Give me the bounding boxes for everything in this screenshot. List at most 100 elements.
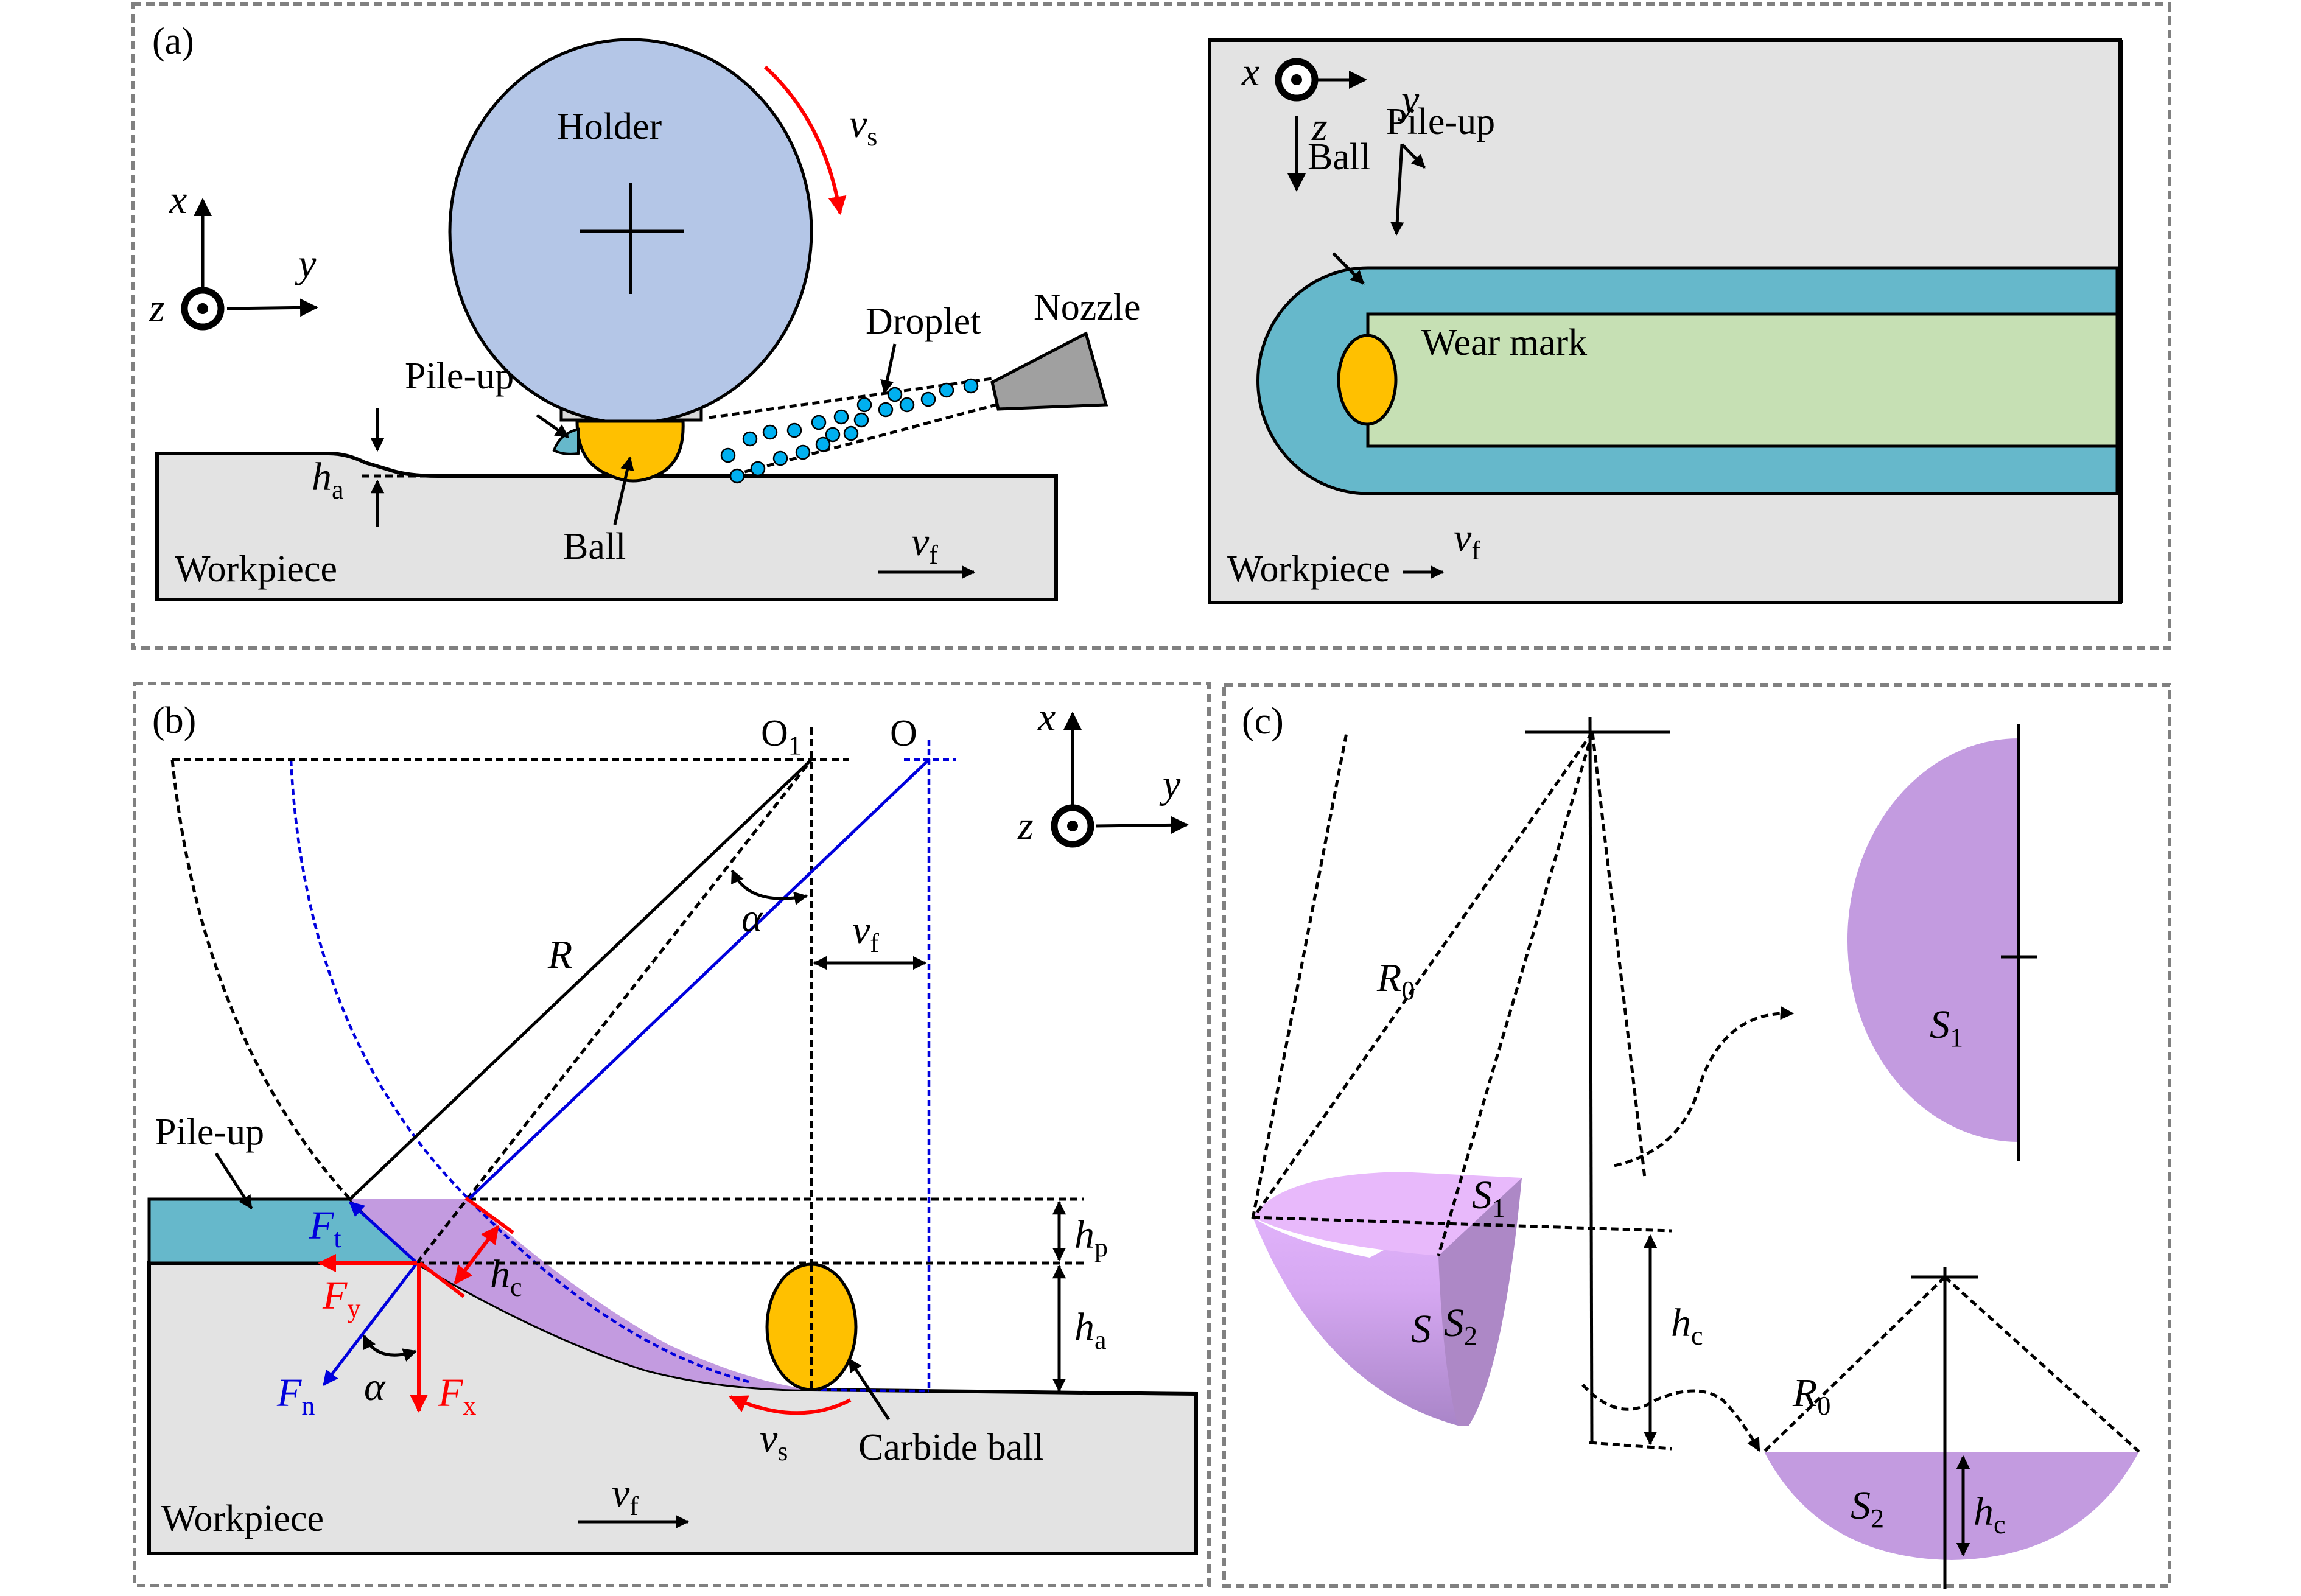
- top-vf-label: vf: [1454, 516, 1480, 565]
- radius-dashed: [416, 758, 813, 1264]
- fx-label: Fx: [438, 1371, 476, 1421]
- fn-vector: [323, 1262, 418, 1386]
- vf-top-label: vf: [852, 908, 879, 958]
- cone-right: [1591, 732, 1647, 1178]
- s2-detail-r0-left: [1763, 1276, 1946, 1453]
- bowl-s1-face: [1253, 1172, 1522, 1256]
- top-pileup-pointer-lower: [1390, 144, 1404, 236]
- top-workpiece-label: Workpiece: [1227, 548, 1390, 590]
- top-axes: x y z: [1241, 50, 1420, 192]
- side-view: Holder vs Pile-up Ball: [149, 38, 1141, 601]
- s2-detail-label: S2: [1851, 1483, 1884, 1533]
- side-axis-z: z: [149, 286, 165, 331]
- ball-arc-old: [170, 759, 351, 1200]
- wear-mark: [1366, 312, 2119, 448]
- side-pileup-pointer: [536, 413, 569, 439]
- side-pileup: [552, 427, 580, 455]
- side-vf-label: vf: [911, 520, 938, 570]
- top-ball-pointer: [1332, 252, 1365, 285]
- side-ball-pointer: [613, 456, 634, 525]
- alpha-bottom-label: α: [364, 1365, 386, 1409]
- hc-bottom-ref: [1589, 1441, 1672, 1451]
- b-axis-x: x: [1037, 695, 1056, 740]
- side-workpiece-label: Workpiece: [175, 548, 337, 590]
- panel-b: (b) R α O1 O vf: [133, 682, 1211, 1587]
- hc-label: hc: [490, 1252, 522, 1302]
- top-ball-label: Ball: [1308, 136, 1370, 178]
- b-axis-y: y: [1159, 762, 1181, 807]
- top-view: Wear mark Ball Pile-up Workpiece vf x y …: [1208, 38, 2123, 604]
- s1-label: S1: [1472, 1173, 1505, 1223]
- r-label: R: [547, 933, 572, 977]
- panel-c-frame: [1222, 683, 2171, 1588]
- s-label: S: [1411, 1307, 1431, 1351]
- ft-vector: [349, 1201, 418, 1264]
- vf-bottom-label: vf: [612, 1471, 639, 1521]
- droplet-label: Droplet: [866, 301, 981, 342]
- c-hc-label: hc: [1671, 1301, 1703, 1351]
- radius-r: [349, 758, 813, 1200]
- vs-label: vs: [849, 102, 877, 152]
- droplets: [720, 378, 979, 484]
- top-pileup-pointer-upper: [1401, 143, 1426, 169]
- s2-label: S2: [1444, 1301, 1477, 1351]
- r0-label: R0: [1376, 956, 1415, 1006]
- carbide-ball-label: Carbide ball: [858, 1427, 1044, 1468]
- side-ball-label: Ball: [563, 526, 626, 567]
- top-pileup-label: Pile-up: [1386, 101, 1495, 142]
- hc-tick-top: [464, 1196, 514, 1234]
- r0-line: [1251, 732, 1348, 1219]
- o-label: O: [890, 713, 917, 754]
- side-axis-y: y: [295, 242, 317, 286]
- hc-tick-bottom: [419, 1261, 465, 1298]
- o1-label: O1: [761, 713, 802, 760]
- c-axis-vertical: [1588, 716, 1594, 1443]
- top-axis-x: x: [1241, 50, 1259, 94]
- fy-label: Fy: [322, 1273, 360, 1323]
- s1-detail: [1847, 738, 2019, 1142]
- side-ball: [575, 419, 685, 483]
- r0-main: [1251, 731, 1594, 1220]
- panel-b-tag: (b): [152, 700, 196, 741]
- s2-detail-r0-label: R0: [1792, 1371, 1830, 1421]
- panel-a-tag: (a): [152, 21, 194, 62]
- s1-detail-label: S1: [1930, 1003, 1963, 1052]
- alpha-top-label: α: [741, 896, 763, 940]
- top-axis-z: z: [1311, 105, 1328, 149]
- radius-shifted: [468, 758, 930, 1200]
- panel-a-frame: [131, 2, 2171, 650]
- ft-label: Ft: [309, 1203, 341, 1253]
- alpha-bottom-arc: [362, 1334, 418, 1362]
- side-pileup-label: Pile-up: [405, 355, 514, 397]
- b-workpiece-label: Workpiece: [161, 1498, 324, 1539]
- s2-detail: [1764, 1452, 2139, 1560]
- b-axes: x y z: [1017, 695, 1189, 848]
- nozzle: [990, 331, 1108, 411]
- alpha-top-arc: [730, 869, 808, 905]
- panel-c: (c) R0 S1 S S2 hc S1: [1222, 683, 2171, 1589]
- s2-detail-r0-right: [1944, 1276, 2140, 1453]
- vs-arrow: [763, 65, 847, 215]
- droplet-pointer: [880, 343, 897, 394]
- ball-arc-tail: [811, 1388, 930, 1393]
- hp-label: hp: [1074, 1213, 1108, 1262]
- vs-bottom-label: vs: [760, 1416, 788, 1466]
- s2-detail-hc-label: hc: [1974, 1489, 2006, 1539]
- s1-pointer: [1614, 1006, 1795, 1167]
- top-axis-y: y: [1398, 77, 1420, 122]
- ha-label: ha: [312, 455, 344, 505]
- ha-b-label: ha: [1074, 1305, 1107, 1355]
- cone-inner-left: [1437, 732, 1594, 1256]
- bowl-s2-face: [1438, 1178, 1522, 1426]
- s2-pointer: [1581, 1384, 1761, 1452]
- holder-label: Holder: [557, 106, 662, 147]
- b-pileup-pointer: [214, 1152, 253, 1209]
- ball-arc-new: [289, 759, 749, 1384]
- carbide-ball-pointer: [847, 1358, 891, 1421]
- side-axes: x y z: [149, 178, 318, 331]
- panel-a: (a) Holder vs Pile-up Ball: [131, 2, 2171, 650]
- s1-diameter: [1252, 1216, 1672, 1233]
- b-pileup-label: Pile-up: [155, 1111, 264, 1153]
- side-axis-x: x: [169, 178, 187, 222]
